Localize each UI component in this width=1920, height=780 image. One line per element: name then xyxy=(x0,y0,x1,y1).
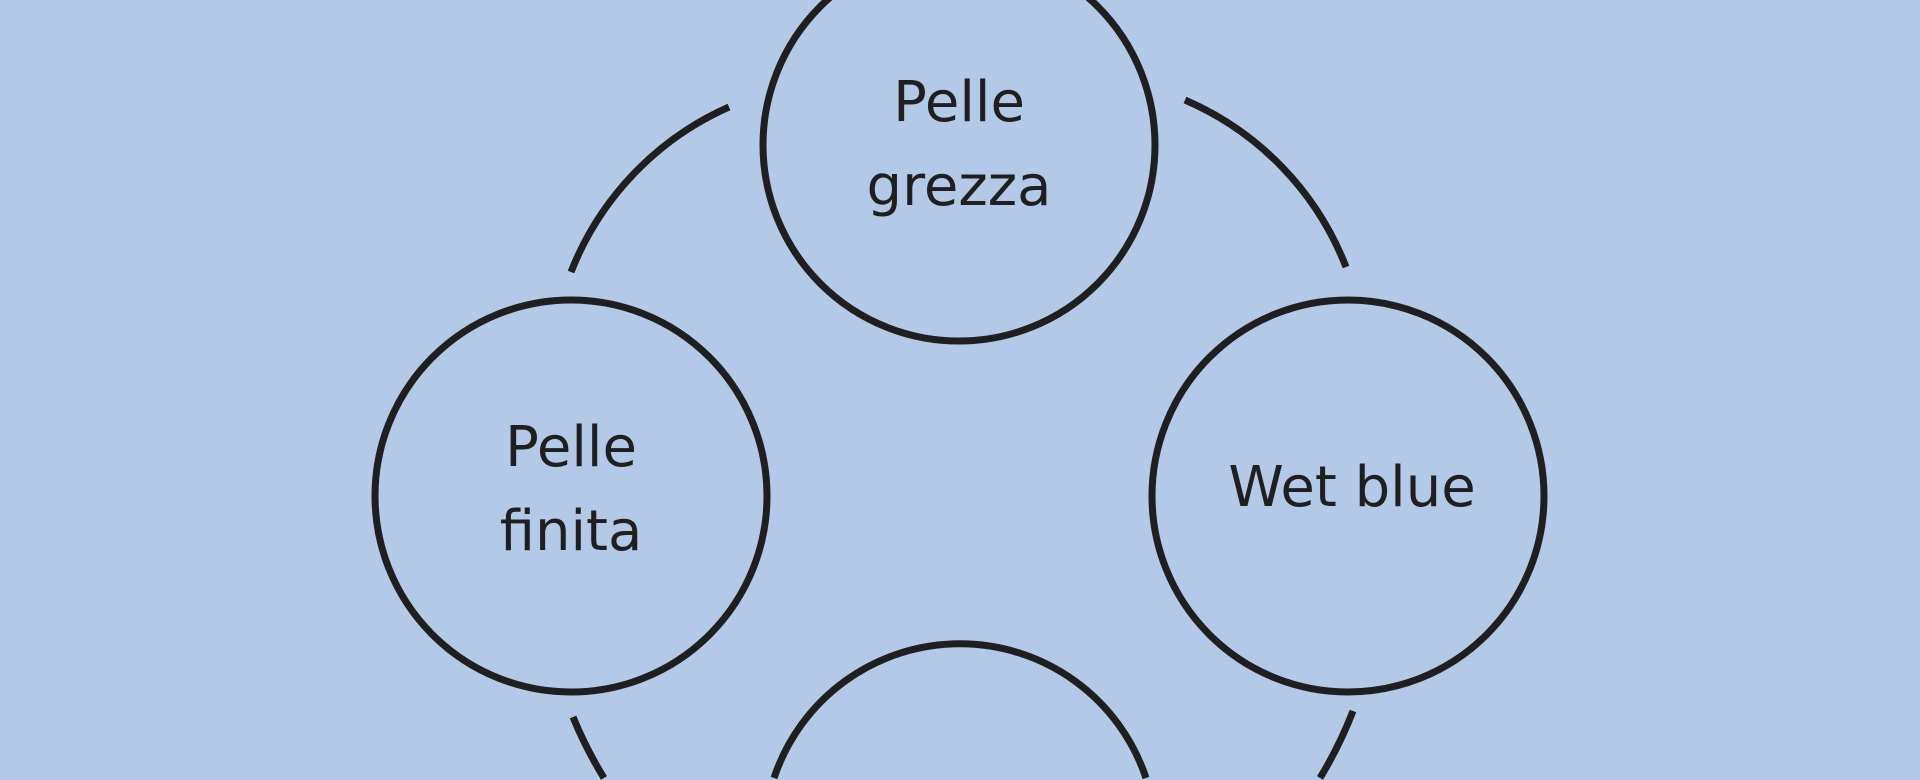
connector-arc-right-bottom xyxy=(1317,709,1357,780)
node-label-line: Pelle xyxy=(893,70,1025,135)
node-label-line: Wet blue xyxy=(1228,455,1476,520)
connector-arc-top-right xyxy=(1183,96,1350,269)
node-label-top: Pelle grezza xyxy=(779,61,1139,229)
node-circle-bottom xyxy=(770,640,1150,780)
node-circle-left xyxy=(371,296,771,696)
node-label-line: grezza xyxy=(866,154,1052,219)
node-label-left: Pelle finita xyxy=(391,406,751,574)
connector-arc-left-top xyxy=(567,103,731,274)
node-label-right: Wet blue xyxy=(1172,446,1532,530)
node-circle-right xyxy=(1148,296,1548,696)
node-label-line: finita xyxy=(499,499,643,564)
connector-arc-left-bottom xyxy=(569,715,607,780)
node-label-line: Pelle xyxy=(505,415,637,480)
node-circle-top xyxy=(759,0,1159,345)
